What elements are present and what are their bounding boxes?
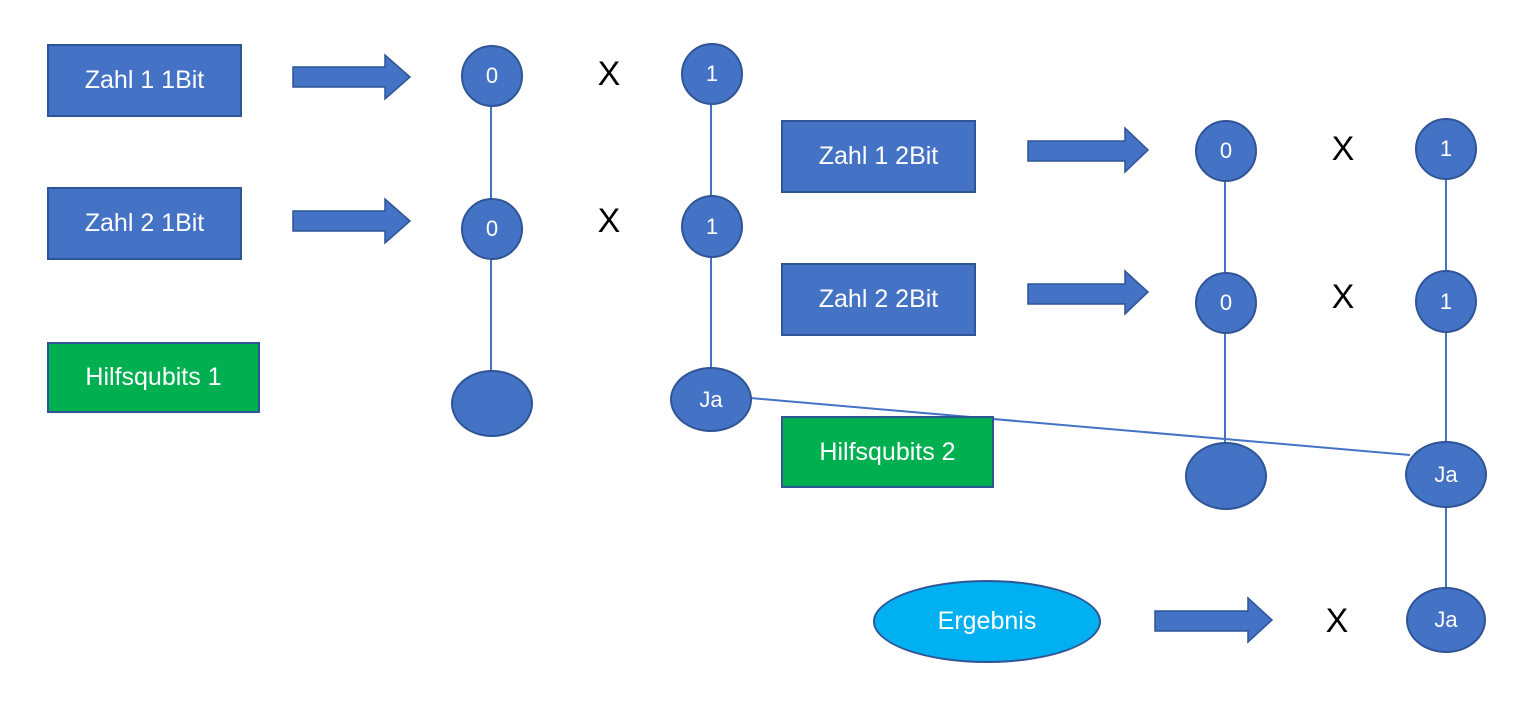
qubit-node-d-top: 1 [1415, 118, 1477, 180]
zahl1-bit1-box: Zahl 1 1Bit [47, 44, 242, 117]
qubit-node-a-bot [451, 370, 533, 437]
ergebnis-ellipse: Ergebnis [873, 580, 1101, 663]
qubit-node-b-bot: Ja [670, 367, 752, 432]
qubit-node-a-top: 0 [461, 45, 523, 107]
x-mark: X [1331, 278, 1355, 316]
arrow-icon [1027, 269, 1150, 316]
qubit-node-b-mid: 1 [681, 195, 743, 258]
arrow-icon [292, 53, 412, 101]
qubit-node-d-bot: Ja [1405, 441, 1487, 508]
zahl2-bit1-box: Zahl 2 1Bit [47, 187, 242, 260]
x-mark: X [1331, 130, 1355, 168]
qubit-node-d-mid: 1 [1415, 270, 1477, 333]
zahl1-bit2-box: Zahl 1 2Bit [781, 120, 976, 193]
qubit-node-c-mid: 0 [1195, 272, 1257, 334]
zahl2-bit2-box: Zahl 2 2Bit [781, 263, 976, 336]
arrow-icon [292, 197, 412, 245]
x-mark: X [1325, 602, 1349, 640]
qubit-node-result: Ja [1406, 587, 1486, 653]
qubit-node-b-top: 1 [681, 43, 743, 105]
x-mark: X [597, 55, 621, 93]
qubit-node-c-bot [1185, 442, 1267, 510]
line-ja-to-ja [749, 397, 1411, 456]
qubit-node-a-mid: 0 [461, 198, 523, 260]
x-mark: X [597, 202, 621, 240]
hilfsqubits1-box: Hilfsqubits 1 [47, 342, 260, 413]
hilfsqubits2-box: Hilfsqubits 2 [781, 416, 994, 488]
arrow-icon [1027, 126, 1150, 174]
arrow-icon [1154, 596, 1274, 644]
qubit-node-c-top: 0 [1195, 120, 1257, 182]
